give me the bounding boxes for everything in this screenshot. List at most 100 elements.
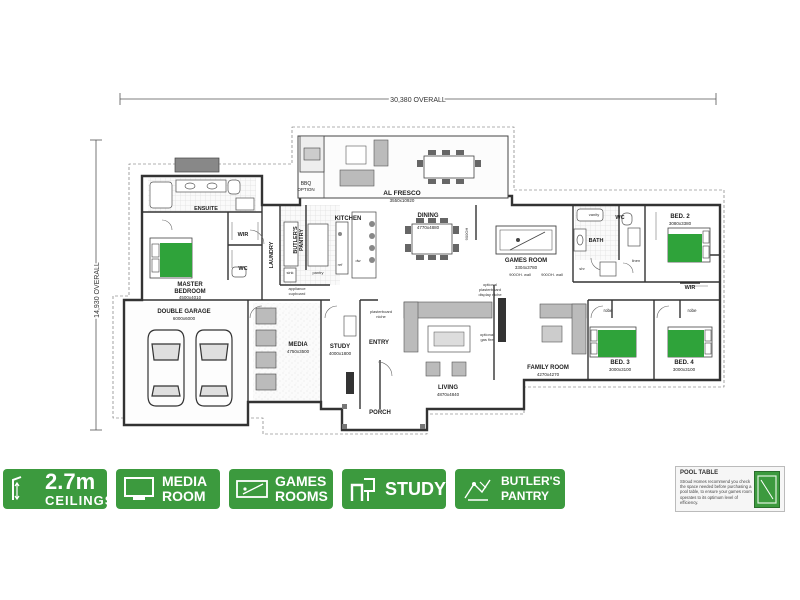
size-bed4: 3000x3100 <box>673 367 696 372</box>
label-butlers: BUTLER'S <box>293 226 299 254</box>
bed-3 <box>589 326 637 358</box>
media-seats <box>255 307 277 391</box>
size-garage: 6000x6000 <box>173 316 196 321</box>
label-al-fresco: AL FRESCO <box>383 190 420 197</box>
living-lounge <box>403 298 506 377</box>
feature-ceilings-value: 2.7m <box>45 468 96 494</box>
label-bed2-wir: WIR <box>685 285 696 291</box>
label-bath: BATH <box>589 238 604 244</box>
feature-media-line2: ROOM <box>162 488 206 504</box>
label-wc: WC <box>615 215 624 221</box>
note-gas-fire: gas fire <box>480 337 494 342</box>
feature-butlers-line2: PANTRY <box>501 489 549 503</box>
family-lounge <box>539 303 587 355</box>
label-bed4: BED. 4 <box>674 360 694 366</box>
alfresco-table <box>417 150 481 184</box>
feature-games-line2: ROOMS <box>275 488 328 504</box>
label-dining: DINING <box>418 213 439 219</box>
pool-table-thumbnail <box>754 471 780 508</box>
note-void: 900OH <box>464 228 469 241</box>
note-optional-plasterboard: plasterboard <box>479 287 501 292</box>
label-kitchen: KITCHEN <box>335 216 362 222</box>
note-pantry: pantry <box>312 270 323 275</box>
feature-media-room: MEDIA ROOM <box>116 469 220 509</box>
label-master: MASTER <box>177 282 203 288</box>
note-sink: sink <box>286 270 293 275</box>
bed-4 <box>667 326 713 358</box>
label-garage: DOUBLE GARAGE <box>157 309 210 315</box>
label-bed3-robe: robe <box>603 308 613 313</box>
pool-table-icon <box>235 472 269 506</box>
feature-games-rooms: GAMES ROOMS <box>229 469 333 509</box>
label-study: STUDY <box>330 344 350 350</box>
overall-depth-dimension: 14,930 OVERALL <box>90 139 103 431</box>
overall-width-dimension: 30,380 OVERALL <box>119 93 717 106</box>
overall-width-label: 30,380 OVERALL <box>390 97 446 104</box>
size-bed2: 3080x3380 <box>669 221 692 226</box>
label-bed4-robe: robe <box>687 308 697 313</box>
size-master: 4500x4010 <box>179 295 202 300</box>
bbq-unit <box>303 147 321 161</box>
note-optional-gas: optional <box>480 332 494 337</box>
feature-media-line1: MEDIA <box>162 473 208 489</box>
overall-depth-label: 14,930 OVERALL <box>94 262 101 318</box>
label-master-2: BEDROOM <box>174 289 205 295</box>
size-family: 4270x4270 <box>537 372 560 377</box>
note-bath-tub: vanity <box>589 212 599 217</box>
feature-ceilings: 2.7m CEILINGS <box>3 469 113 509</box>
note-plasterboard: plasterboard <box>370 309 392 314</box>
size-living: 4870x4840 <box>437 392 460 397</box>
feature-study-label: STUDY <box>384 479 446 499</box>
pool-note-title: POOL TABLE <box>680 470 719 476</box>
size-media: 4750x3500 <box>287 349 310 354</box>
garage-cars <box>147 329 233 407</box>
note-dw: dw <box>355 258 360 263</box>
label-media: MEDIA <box>288 342 308 348</box>
note-wall-2: 900OH. wall <box>541 272 563 277</box>
label-entry: ENTRY <box>369 340 389 346</box>
feature-ceilings-label: CEILINGS <box>45 492 115 508</box>
size-dining: 4770x4880 <box>417 225 440 230</box>
pool-note-text: Stroud Homes recommend you check the spa… <box>680 479 752 505</box>
ceiling-height-icon <box>9 472 39 506</box>
size-study: 4000x1800 <box>329 351 352 356</box>
size-bed3: 3000x3100 <box>609 367 632 372</box>
note-wall-1: 900OH. wall <box>509 272 531 277</box>
bed-2 <box>667 227 711 263</box>
alfresco-lounge <box>339 139 389 187</box>
label-family: FAMILY ROOM <box>527 365 569 371</box>
label-ensuite: ENSUITE <box>194 206 218 212</box>
dining-table <box>405 218 459 260</box>
label-bed2: BED. 2 <box>670 214 690 220</box>
feature-study: STUDY <box>342 469 446 509</box>
feature-butlers-pantry: BUTLER'S PANTRY <box>455 469 565 509</box>
note-appliance: appliance <box>288 286 306 291</box>
pool-table-drawing <box>495 225 557 255</box>
note-shr: shr <box>579 266 585 271</box>
note-optional: optional <box>483 282 497 287</box>
pool-table-note: POOL TABLE Stroud Homes recommend you ch… <box>675 466 785 512</box>
note-niche: niche <box>376 314 386 319</box>
label-games: GAMES ROOM <box>505 258 547 264</box>
desk-icon <box>348 472 379 506</box>
master-bed <box>149 237 193 279</box>
feature-butlers-line1: BUTLER'S <box>501 474 561 488</box>
tv-icon <box>122 472 156 506</box>
label-pantry: PANTRY <box>299 229 305 251</box>
note-ref: ref <box>338 262 344 267</box>
roof-window <box>174 157 220 173</box>
label-master-wir: WIR <box>238 232 249 238</box>
note-linen: linen <box>632 258 640 263</box>
label-bbq: BBQ <box>301 181 312 187</box>
label-porch: PORCH <box>369 410 391 416</box>
size-games: 3304x3780 <box>515 265 538 270</box>
butler-icon <box>461 472 495 506</box>
label-laundry: LAUNDRY <box>269 241 275 268</box>
label-bbq-option: OPTION <box>297 187 314 192</box>
note-cupboard: cupboard <box>289 291 306 296</box>
note-display-niche: display niche <box>478 292 502 297</box>
size-al-fresco: 3550x10920 <box>390 198 415 203</box>
label-living: LIVING <box>438 385 458 391</box>
floor-plan: 30,380 OVERALL 14,930 OVERALL <box>90 93 725 435</box>
feature-games-line1: GAMES <box>275 473 327 489</box>
